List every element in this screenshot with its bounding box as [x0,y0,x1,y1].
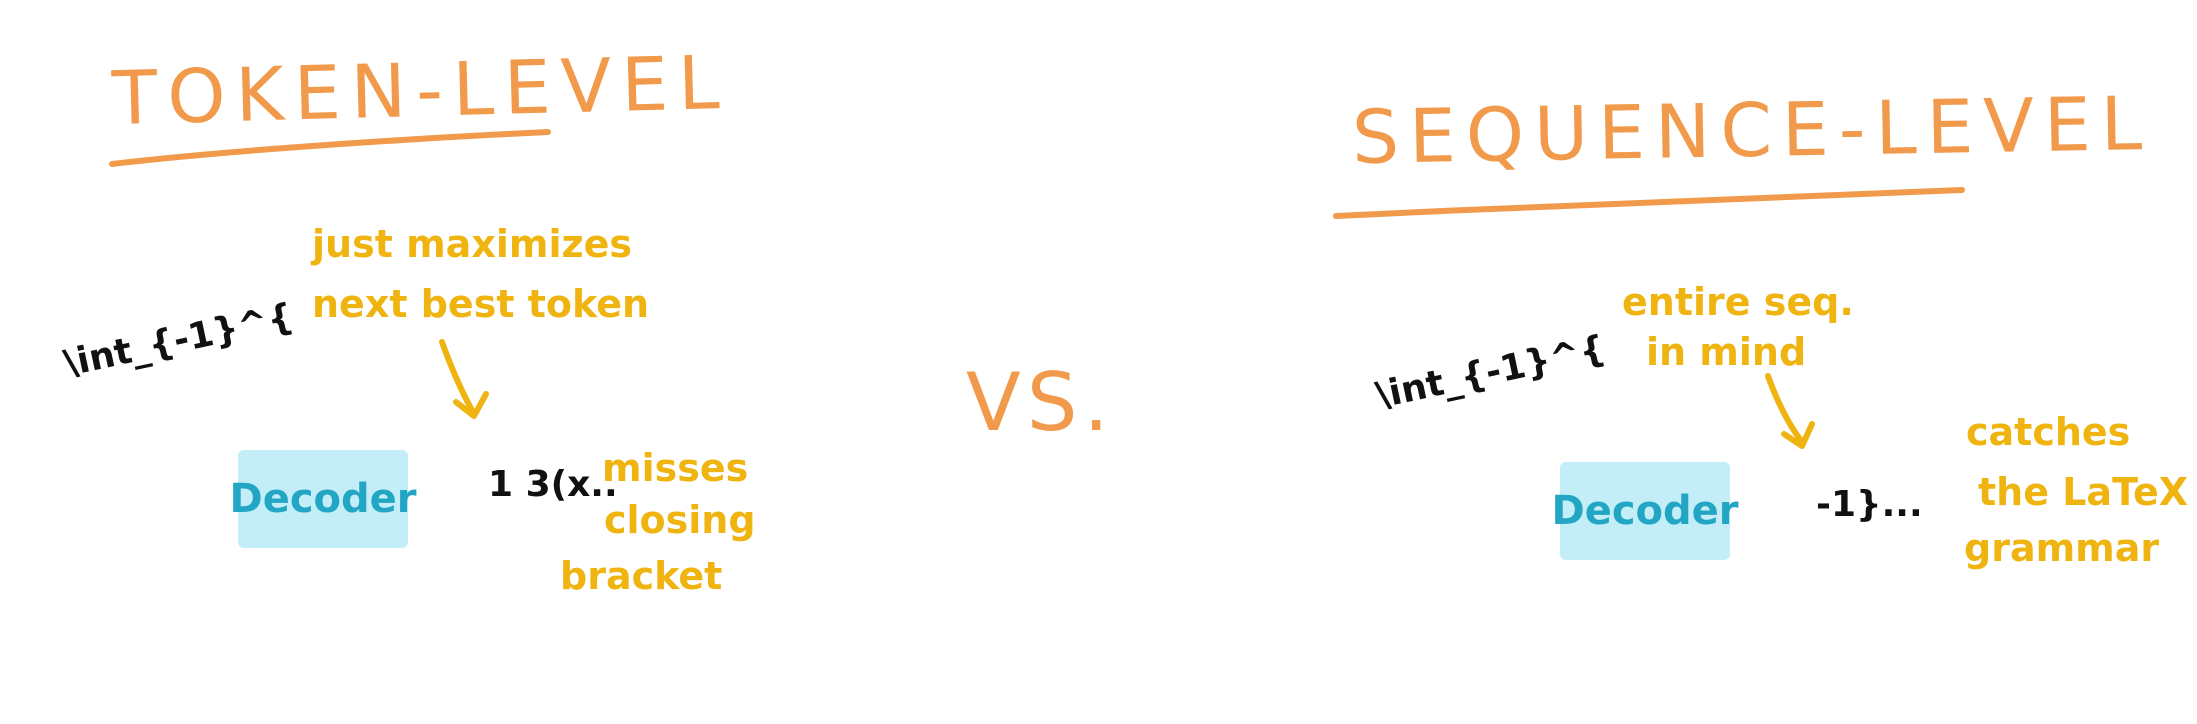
sequence-level-arrow-icon [1765,373,1815,449]
sequence-level-underline [1333,187,1965,219]
token-level-arrow-icon [439,339,489,419]
token-level-note-line-1: just maximizes [312,222,632,266]
sequence-level-result-line-2: the LaTeX [1978,470,2189,514]
sequence-level-result-line-3: grammar [1964,526,2160,570]
sequence-level-decoder-box: Decoder [1552,462,1739,560]
token-level-note-line-2: next best token [312,282,650,326]
sequence-level-note-line-2: in mind [1646,330,1807,374]
token-level-result-line-2: closing [604,498,756,542]
sequence-level-output-code: -1}... [1816,484,1923,525]
token-level-result-line-1: misses [602,446,749,490]
token-level-decoder-box: Decoder [230,450,417,548]
token-level-result-line-3: bracket [560,554,723,598]
vs-label: VS. [966,356,1115,449]
sequence-level-note-line-1: entire seq. [1622,280,1854,324]
token-level-underline [109,129,551,167]
token-level-output-code: 1 3(x.. [488,464,618,505]
token-level-decoder-label: Decoder [229,476,417,522]
sequence-level-decoder-label: Decoder [1551,488,1739,534]
sequence-level-result-line-1: catches [1966,410,2131,454]
